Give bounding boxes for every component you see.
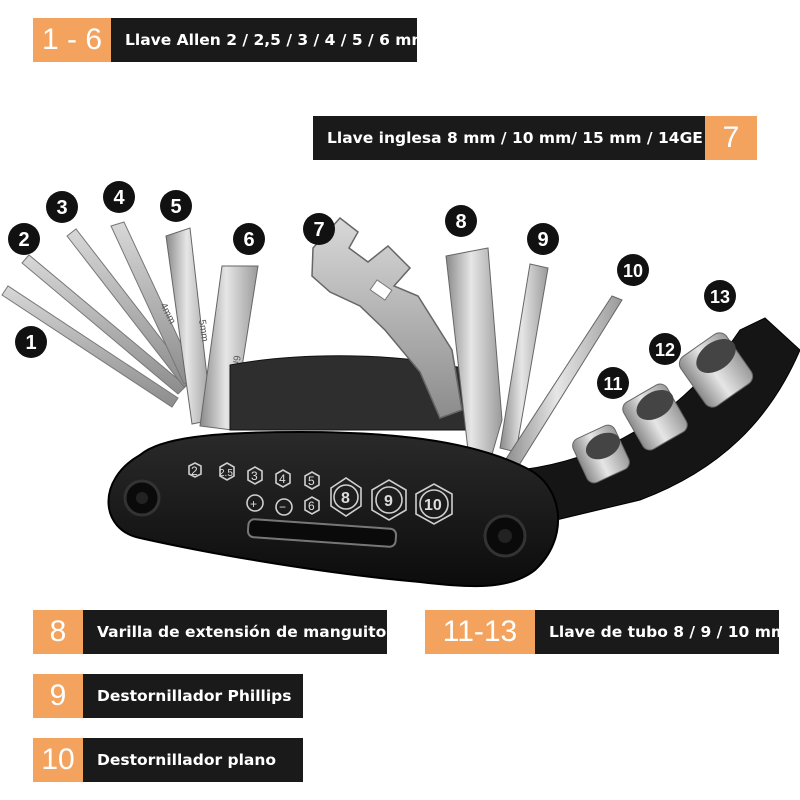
- svg-text:1: 1: [25, 332, 36, 354]
- svg-text:10: 10: [623, 261, 643, 281]
- callout-9: 9: [527, 223, 559, 255]
- label-text: Llave inglesa 8 mm / 10 mm/ 15 mm / 14GE: [313, 116, 705, 160]
- label-number: 7: [705, 116, 757, 160]
- callout-12: 12: [649, 333, 681, 365]
- svg-text:6: 6: [243, 229, 254, 251]
- label-text: Varilla de extensión de manguito: [83, 610, 387, 654]
- marker-2-5: 2.5: [219, 468, 233, 479]
- label-number: 1 - 6: [33, 18, 111, 62]
- label-number: 10: [33, 738, 83, 782]
- callout-2: 2: [8, 223, 40, 255]
- callout-4: 4: [103, 181, 135, 213]
- label-text: Destornillador plano: [83, 738, 303, 782]
- socket-13: [678, 332, 754, 408]
- marker-10: 10: [424, 497, 442, 514]
- callout-8: 8: [445, 205, 477, 237]
- embossed-size-markers: [188, 462, 453, 525]
- label-allen: 1 - 6 Llave Allen 2 / 2,5 / 3 / 4 / 5 / …: [33, 18, 428, 62]
- tool-handle: 2 2.5 3 4 5 6 + − 8 9 10: [107, 430, 559, 588]
- svg-text:8: 8: [455, 211, 466, 233]
- label-text: Llave Allen 2 / 2,5 / 3 / 4 / 5 / 6 mm: [111, 18, 428, 62]
- svg-text:3: 3: [56, 197, 67, 219]
- callout-10: 10: [617, 254, 649, 286]
- marker-minus: −: [279, 500, 286, 514]
- svg-text:7: 7: [313, 219, 324, 241]
- svg-text:9: 9: [537, 229, 548, 251]
- engraving-5mm: 5mm: [196, 319, 210, 343]
- label-flat: 10 Destornillador plano: [33, 738, 303, 782]
- marker-6: 6: [308, 499, 315, 513]
- label-number: 9: [33, 674, 83, 718]
- label-text: Llave de tubo 8 / 9 / 10 mm: [535, 610, 787, 654]
- svg-text:4: 4: [113, 187, 125, 209]
- label-number: 11-13: [425, 610, 535, 654]
- label-extension: 8 Varilla de extensión de manguito: [33, 610, 387, 654]
- callout-1: 1: [15, 326, 47, 358]
- svg-text:5: 5: [170, 196, 181, 218]
- bike-multitool-illustration: 5mm 6mm 4mm: [1, 181, 800, 588]
- socket-11: [572, 424, 630, 484]
- socket-arm-11-13: [519, 317, 800, 521]
- marker-3: 3: [251, 469, 258, 483]
- handle-slot: [246, 518, 398, 548]
- spoke-wrench-7: [311, 216, 463, 419]
- svg-text:12: 12: [655, 340, 675, 360]
- marker-8: 8: [341, 490, 350, 507]
- marker-9: 9: [384, 493, 393, 510]
- callout-3: 3: [46, 191, 78, 223]
- svg-text:11: 11: [603, 374, 622, 394]
- label-wrench: Llave inglesa 8 mm / 10 mm/ 15 mm / 14GE…: [313, 116, 757, 160]
- label-text: Destornillador Phillips: [83, 674, 303, 718]
- marker-2: 2: [191, 464, 198, 478]
- callout-11: 11: [597, 367, 629, 399]
- callout-5: 5: [160, 190, 192, 222]
- socket-12: [622, 383, 688, 451]
- svg-text:13: 13: [710, 287, 730, 307]
- extension-rod-8: [445, 247, 503, 469]
- label-number: 8: [33, 610, 83, 654]
- marker-plus: +: [250, 497, 257, 511]
- label-phillips: 9 Destornillador Phillips: [33, 674, 303, 718]
- marker-4: 4: [279, 472, 286, 486]
- label-socket: 11-13 Llave de tubo 8 / 9 / 10 mm: [425, 610, 787, 654]
- allen-key-1: [1, 285, 179, 408]
- callout-7: 7: [303, 213, 335, 245]
- callout-13: 13: [704, 280, 736, 312]
- svg-text:2: 2: [18, 229, 29, 251]
- callout-6: 6: [233, 223, 265, 255]
- marker-5: 5: [308, 474, 315, 488]
